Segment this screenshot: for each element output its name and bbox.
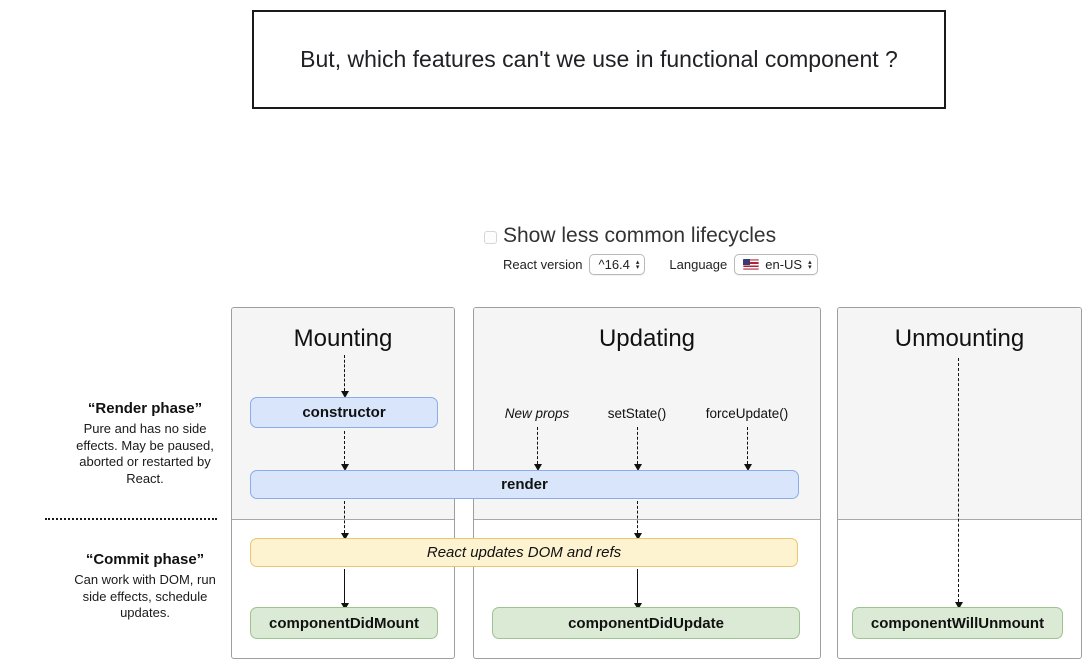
commit-phase-title: “Commit phase”	[85, 551, 205, 568]
show-less-checkbox[interactable]	[484, 231, 497, 244]
render-to-domupdate-arrow-mounting	[340, 501, 349, 540]
new-props-arrow	[533, 427, 542, 471]
react-version-label: React version	[503, 257, 583, 272]
componentdidupdate-node[interactable]: componentDidUpdate	[492, 607, 800, 639]
new-props-trigger: New props	[504, 406, 570, 421]
react-version-select[interactable]: ^16.4 ▴▾	[589, 254, 646, 275]
question-text: But, which features can't we use in func…	[300, 46, 898, 72]
unmounting-arrow	[954, 358, 963, 609]
select-updown-icon: ▴▾	[635, 258, 640, 271]
render-node[interactable]: render	[250, 470, 799, 499]
react-updates-dom-node: React updates DOM and refs	[250, 538, 798, 567]
setstate-arrow	[633, 427, 642, 471]
forceupdate-trigger: forceUpdate()	[705, 406, 789, 421]
question-banner: But, which features can't we use in func…	[252, 10, 946, 109]
mounting-start-arrow	[340, 355, 349, 398]
updating-title: Updating	[598, 325, 696, 352]
us-flag-icon	[743, 259, 760, 270]
select-updown-icon: ▴▾	[808, 258, 812, 271]
render-phase-description: Pure and has no side effects. May be pau…	[76, 421, 214, 486]
setstate-trigger: setState()	[607, 406, 667, 421]
constructor-to-render-arrow	[340, 431, 349, 471]
render-phase-label: “Render phase” Pure and has no side effe…	[45, 400, 245, 487]
render-to-domupdate-arrow-updating	[633, 501, 642, 540]
render-phase-title: “Render phase”	[87, 400, 203, 417]
commit-phase-description: Can work with DOM, run side effects, sch…	[74, 572, 216, 620]
unmounting-column: Unmounting	[837, 307, 1082, 659]
phase-divider	[45, 518, 217, 520]
react-version-value: ^16.4	[598, 257, 630, 272]
unmounting-render-phase-area: Unmounting	[838, 308, 1081, 520]
mounting-title: Mounting	[293, 325, 393, 352]
commit-phase-label: “Commit phase” Can work with DOM, run si…	[45, 551, 245, 622]
componentdidmount-node[interactable]: componentDidMount	[250, 607, 438, 639]
language-label: Language	[669, 257, 728, 272]
domupdate-to-didupdate-arrow	[633, 569, 642, 610]
domupdate-to-didmount-arrow	[340, 569, 349, 610]
diagram-controls: React version ^16.4 ▴▾ Language en-US ▴▾	[503, 254, 818, 275]
componentwillunmount-node[interactable]: componentWillUnmount	[852, 607, 1063, 639]
language-select[interactable]: en-US ▴▾	[734, 254, 818, 275]
constructor-node[interactable]: constructor	[250, 397, 438, 428]
language-value: en-US	[765, 257, 803, 272]
forceupdate-arrow	[743, 427, 752, 471]
unmounting-title: Unmounting	[894, 325, 1025, 352]
show-less-lifecycles-control: Show less common lifecycles	[484, 224, 776, 248]
show-less-label[interactable]: Show less common lifecycles	[503, 224, 777, 247]
